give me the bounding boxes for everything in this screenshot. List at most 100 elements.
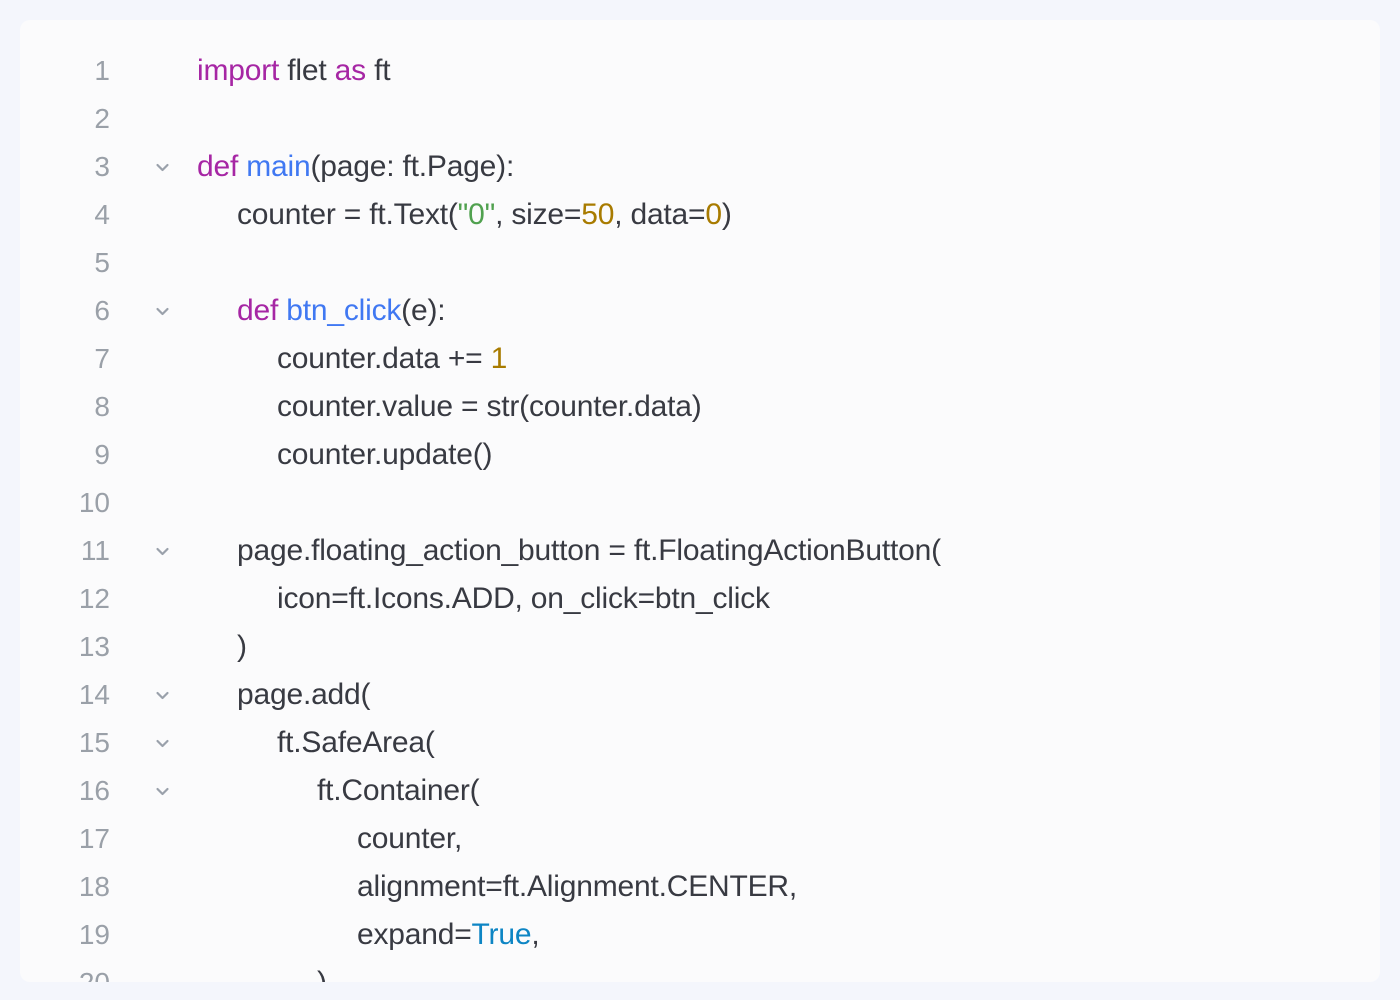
line-number: 9 <box>94 439 110 470</box>
code-line[interactable]: 19 expand=True, <box>20 911 1380 959</box>
code-text: import flet as ft <box>197 54 391 88</box>
code-token-default: (e): <box>401 294 446 327</box>
code-token-boolean: True <box>471 918 532 951</box>
code-text: expand=True, <box>197 918 540 952</box>
line-number: 16 <box>78 775 110 806</box>
fold-gutter-spacer <box>110 959 197 982</box>
code-token-number: 50 <box>581 198 615 231</box>
code-token-default: ft.SafeArea( <box>277 726 435 759</box>
fold-toggle[interactable] <box>110 527 197 575</box>
chevron-down-icon <box>156 691 169 699</box>
fold-gutter-spacer <box>110 47 197 95</box>
code-token-string: "0" <box>457 198 496 231</box>
code-token-default: page.add( <box>237 678 371 711</box>
code-token-default: ) <box>237 630 247 663</box>
line-number: 10 <box>78 487 110 518</box>
code-text: ft.SafeArea( <box>197 726 435 760</box>
code-line[interactable]: 1 import flet as ft <box>20 47 1380 95</box>
line-number: 3 <box>94 151 110 182</box>
line-number: 7 <box>94 343 110 374</box>
code-text: def main(page: ft.Page): <box>197 150 514 184</box>
code-editor-panel: 1 import flet as ft 2 3 def main(page: ft.Pa… <box>20 20 1380 982</box>
code-text: ) <box>197 966 327 982</box>
fold-toggle[interactable] <box>110 719 197 767</box>
code-line[interactable]: 6 def btn_click(e): <box>20 287 1380 335</box>
code-text: def btn_click(e): <box>197 294 446 328</box>
code-line[interactable]: 2 <box>20 95 1380 143</box>
code-token-function: btn_click <box>286 294 402 327</box>
code-token-default: flet <box>279 54 335 87</box>
code-line[interactable]: 18 alignment=ft.Alignment.CENTER, <box>20 863 1380 911</box>
line-number: 11 <box>80 535 110 566</box>
code-text: icon=ft.Icons.ADD, on_click=btn_click <box>197 582 770 616</box>
code-text: ft.Container( <box>197 774 480 808</box>
code-text: page.add( <box>197 678 371 712</box>
chevron-down-icon <box>156 739 169 747</box>
code-line[interactable]: 8 counter.value = str(counter.data) <box>20 383 1380 431</box>
line-number: 1 <box>94 55 110 86</box>
line-number: 8 <box>94 391 110 422</box>
code-token-keyword: def <box>237 294 279 327</box>
code-line[interactable]: 20) <box>20 959 1380 982</box>
line-number: 6 <box>94 295 110 326</box>
code-line[interactable]: 13) <box>20 623 1380 671</box>
fold-toggle[interactable] <box>110 143 197 191</box>
fold-gutter-spacer <box>110 575 197 623</box>
code-token-default: , data= <box>614 198 706 231</box>
fold-toggle[interactable] <box>110 767 197 815</box>
fold-toggle[interactable] <box>110 671 197 719</box>
code-token-default: page.floating_action_button = ft.Floatin… <box>237 534 941 567</box>
line-number: 17 <box>78 823 110 854</box>
fold-gutter-spacer <box>110 431 197 479</box>
code-token-default: counter = ft.Text( <box>237 198 458 231</box>
code-line[interactable]: 3 def main(page: ft.Page): <box>20 143 1380 191</box>
code-token-number: 0 <box>705 198 722 231</box>
fold-toggle[interactable] <box>110 287 197 335</box>
line-number: 4 <box>94 199 110 230</box>
code-token-number: 1 <box>490 342 508 375</box>
code-line[interactable]: 11 page.floating_action_button = ft.Float… <box>20 527 1380 575</box>
chevron-down-icon <box>156 307 169 315</box>
code-token-default: icon=ft.Icons.ADD, on_click=btn_click <box>277 582 770 615</box>
fold-gutter-spacer <box>110 335 197 383</box>
chevron-down-icon <box>156 787 169 795</box>
code-line[interactable]: 16 ft.Container( <box>20 767 1380 815</box>
line-number: 19 <box>78 919 110 950</box>
code-lines: 1 import flet as ft 2 3 def main(page: ft.Pa… <box>20 47 1380 982</box>
code-token-default: alignment=ft.Alignment.CENTER, <box>357 870 798 903</box>
code-text: counter.value = str(counter.data) <box>197 390 702 424</box>
code-token-keyword: def <box>197 150 239 183</box>
fold-gutter-spacer <box>110 623 197 671</box>
fold-gutter-spacer <box>110 239 197 287</box>
chevron-down-icon <box>156 163 169 171</box>
code-text: alignment=ft.Alignment.CENTER, <box>197 870 797 904</box>
code-token-default: ft.Container( <box>317 774 480 807</box>
line-number: 2 <box>94 103 110 134</box>
code-token-default: ft <box>365 54 391 87</box>
code-token-default: ) <box>317 966 327 982</box>
fold-gutter-spacer <box>110 191 197 239</box>
code-token-default: counter.update() <box>277 438 493 471</box>
code-token-function: main <box>246 150 311 183</box>
code-token-default: expand= <box>357 918 472 951</box>
code-text: counter = ft.Text("0", size=50, data=0) <box>197 198 732 232</box>
code-line[interactable]: 4 counter = ft.Text("0", size=50, data=0) <box>20 191 1380 239</box>
code-line[interactable]: 10 <box>20 479 1380 527</box>
code-token-keyword: import <box>197 54 280 87</box>
fold-gutter-spacer <box>110 863 197 911</box>
code-line[interactable]: 5 <box>20 239 1380 287</box>
line-number: 18 <box>78 871 110 902</box>
code-token-default: ) <box>721 198 732 231</box>
code-token-default: , size= <box>495 198 582 231</box>
code-token-default: counter.value = str(counter.data) <box>277 390 702 423</box>
fold-gutter-spacer <box>110 815 197 863</box>
fold-gutter-spacer <box>110 95 197 143</box>
fold-gutter-spacer <box>110 383 197 431</box>
line-number: 13 <box>78 631 110 662</box>
code-line[interactable]: 9 counter.update() <box>20 431 1380 479</box>
